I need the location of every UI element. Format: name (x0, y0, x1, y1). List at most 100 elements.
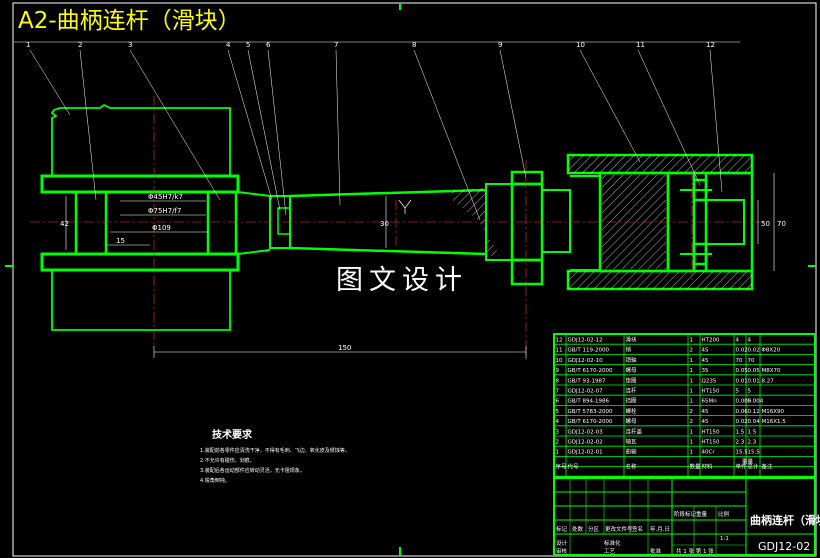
bom-cell-qty: 2 (690, 419, 694, 425)
bom-cell-name: 螺栓 (626, 407, 638, 415)
bom-cell-w1: 0.02 (736, 419, 748, 425)
crankshaft (50, 103, 231, 331)
dim-15: 15 (116, 237, 125, 245)
bom-cell-mat: HT150 (702, 440, 720, 446)
bom-cell-name: 轴瓦 (626, 438, 638, 446)
bom-cell-w1: 2.3 (736, 440, 745, 446)
bom-cell-qty: 1 (690, 399, 694, 405)
bom-cell-code: GDJ12-02-07 (568, 389, 604, 395)
bom-cell-w2: 0.01 (748, 378, 760, 384)
bom-cell-code: GB/T 119-2000 (568, 348, 610, 354)
tb-label-change: 更改文件号 (605, 525, 633, 533)
bom-cell-w2: 5 (748, 389, 752, 395)
bom-cell-no: 11 (556, 348, 563, 354)
dim-fit-45: Φ45H7/k7 (148, 193, 183, 201)
bom-cell-no: 8 (556, 378, 560, 384)
bom-header-note: 备注 (762, 462, 774, 470)
dim-50: 50 (761, 220, 770, 228)
bom-cell-code: GB/T 6170-2000 (568, 368, 613, 374)
bom-cell-w1: 4 (736, 338, 740, 344)
dim-30: 30 (380, 220, 389, 228)
bom-cell-w1: 0.02 (736, 348, 748, 354)
bom-cell-w1: 70 (736, 358, 743, 364)
bom-cell-mat: HT200 (702, 338, 720, 344)
tb-sheet: 共 1 张 第 1 张 (676, 547, 714, 555)
bom-cell-code: GB/T 93-1987 (568, 378, 606, 384)
bom-cell-mat: HT150 (702, 389, 720, 395)
callout-12: 12 (706, 41, 715, 49)
callout-6: 6 (266, 41, 271, 49)
leader-lines (14, 41, 740, 221)
bom-header-w2: 总计 (748, 462, 760, 470)
bom-header-no: 序号 (556, 462, 568, 470)
bom-cell-qty: 2 (690, 348, 694, 354)
callout-1: 1 (26, 41, 30, 49)
bom-cell-w2: 0.02 (748, 348, 760, 354)
bom-cell-w1: 0.01 (736, 378, 748, 384)
bom-cell-w2: 1.5 (748, 429, 757, 435)
bom-cell-name: 滑块 (626, 336, 638, 344)
bom-cell-no: 5 (556, 409, 560, 415)
bom-cell-w2: 0.05 (748, 368, 761, 374)
bom-cell-no: 3 (556, 429, 560, 435)
tb-drawing-code: GDJ12-02 (758, 540, 810, 553)
requirement-2: 2.不允许有碰伤、划痕。 (200, 457, 255, 464)
bom-cell-note: 8.27 (762, 378, 775, 384)
tb-label-zone: 分区 (588, 525, 600, 533)
bom-cell-qty: 1 (690, 429, 694, 435)
bom-cell-mat: 45 (702, 419, 709, 425)
bom-cell-note: M16X90 (762, 409, 785, 415)
tb-label-design: 设计 (556, 539, 568, 547)
bom-cell-no: 9 (556, 368, 560, 374)
bom-cell-note: Φ8X20 (762, 348, 781, 354)
bom-cell-name: 销轴 (626, 356, 638, 364)
bom-cell-mat: 45 (702, 358, 709, 364)
drawing-title: A2-曲柄连杆（滑块） (18, 8, 241, 34)
bom-cell-name: 螺母 (626, 417, 638, 425)
connecting-rod-big-end (40, 174, 291, 272)
bom-cell-w2: 2.3 (748, 440, 757, 446)
bom-header-weight: 重量 (742, 457, 754, 465)
bom-cell-code: GDJ12-02-03 (568, 429, 604, 435)
tb-label-standard: 标准化 (604, 539, 621, 547)
tb-label-mark: 标记 (556, 525, 568, 533)
requirement-1: 1.装配前各零件应清洗干净，不得有毛刺、飞边、氧化皮及锈蚀等。 (200, 447, 350, 454)
requirement-3: 3.装配后各运动部件应转动灵活，无卡阻现象。 (200, 467, 305, 474)
bom-cell-mat: 45 (702, 409, 709, 415)
bom-cell-note: M16X1.5 (762, 419, 787, 425)
callout-9: 9 (498, 41, 502, 49)
bom-cell-qty: 1 (690, 368, 694, 374)
bom-cell-mat: 40Cr (702, 450, 716, 456)
dim-70: 70 (777, 220, 786, 228)
bom-cell-w2: 15.5 (748, 450, 761, 456)
technical-requirements: 技术要求 1.装配前各零件应清洗干净，不得有毛刺、飞边、氧化皮及锈蚀等。 2.不… (200, 428, 350, 484)
tb-drawing-name: 曲柄连杆（滑块） (750, 513, 820, 527)
callout-10: 10 (576, 41, 585, 49)
bom-header-code: 代号 (568, 462, 580, 470)
bom-cell-qty: 2 (690, 409, 694, 415)
tb-label-date: 年.月.日 (650, 525, 670, 533)
dim-42: 42 (60, 220, 69, 228)
callout-5: 5 (246, 41, 250, 49)
bom-cell-w1: 15.5 (736, 450, 749, 456)
requirement-4: 4.锐角倒钝。 (200, 477, 230, 484)
bom-cell-w2: 4 (748, 338, 752, 344)
watermark-text: 图文设计 (336, 265, 468, 296)
tb-label-process: 工艺 (604, 548, 616, 555)
bom-cell-no: 4 (556, 419, 560, 425)
bom-cell-code: GB/T 894-1986 (568, 399, 610, 405)
tb-label-stage: 阶段标记 (674, 510, 697, 518)
bom-cell-w1: 0.05 (736, 368, 749, 374)
bom-cell-mat: 45 (702, 348, 709, 354)
bom-cell-code: GDJ12-02-01 (568, 450, 603, 456)
bom-header-w1: 单件 (736, 462, 748, 470)
bom-cell-code: GB/T 6170-2000 (568, 419, 613, 425)
bom-cell-code: GDJ12-02-10 (568, 358, 604, 364)
sheet-border (12, 2, 817, 557)
bom-cell-name: 销 (626, 346, 632, 354)
bom-cell-no: 2 (556, 440, 560, 446)
bom-cell-qty: 1 (690, 338, 694, 344)
bom-cell-w1: 5 (736, 389, 740, 395)
